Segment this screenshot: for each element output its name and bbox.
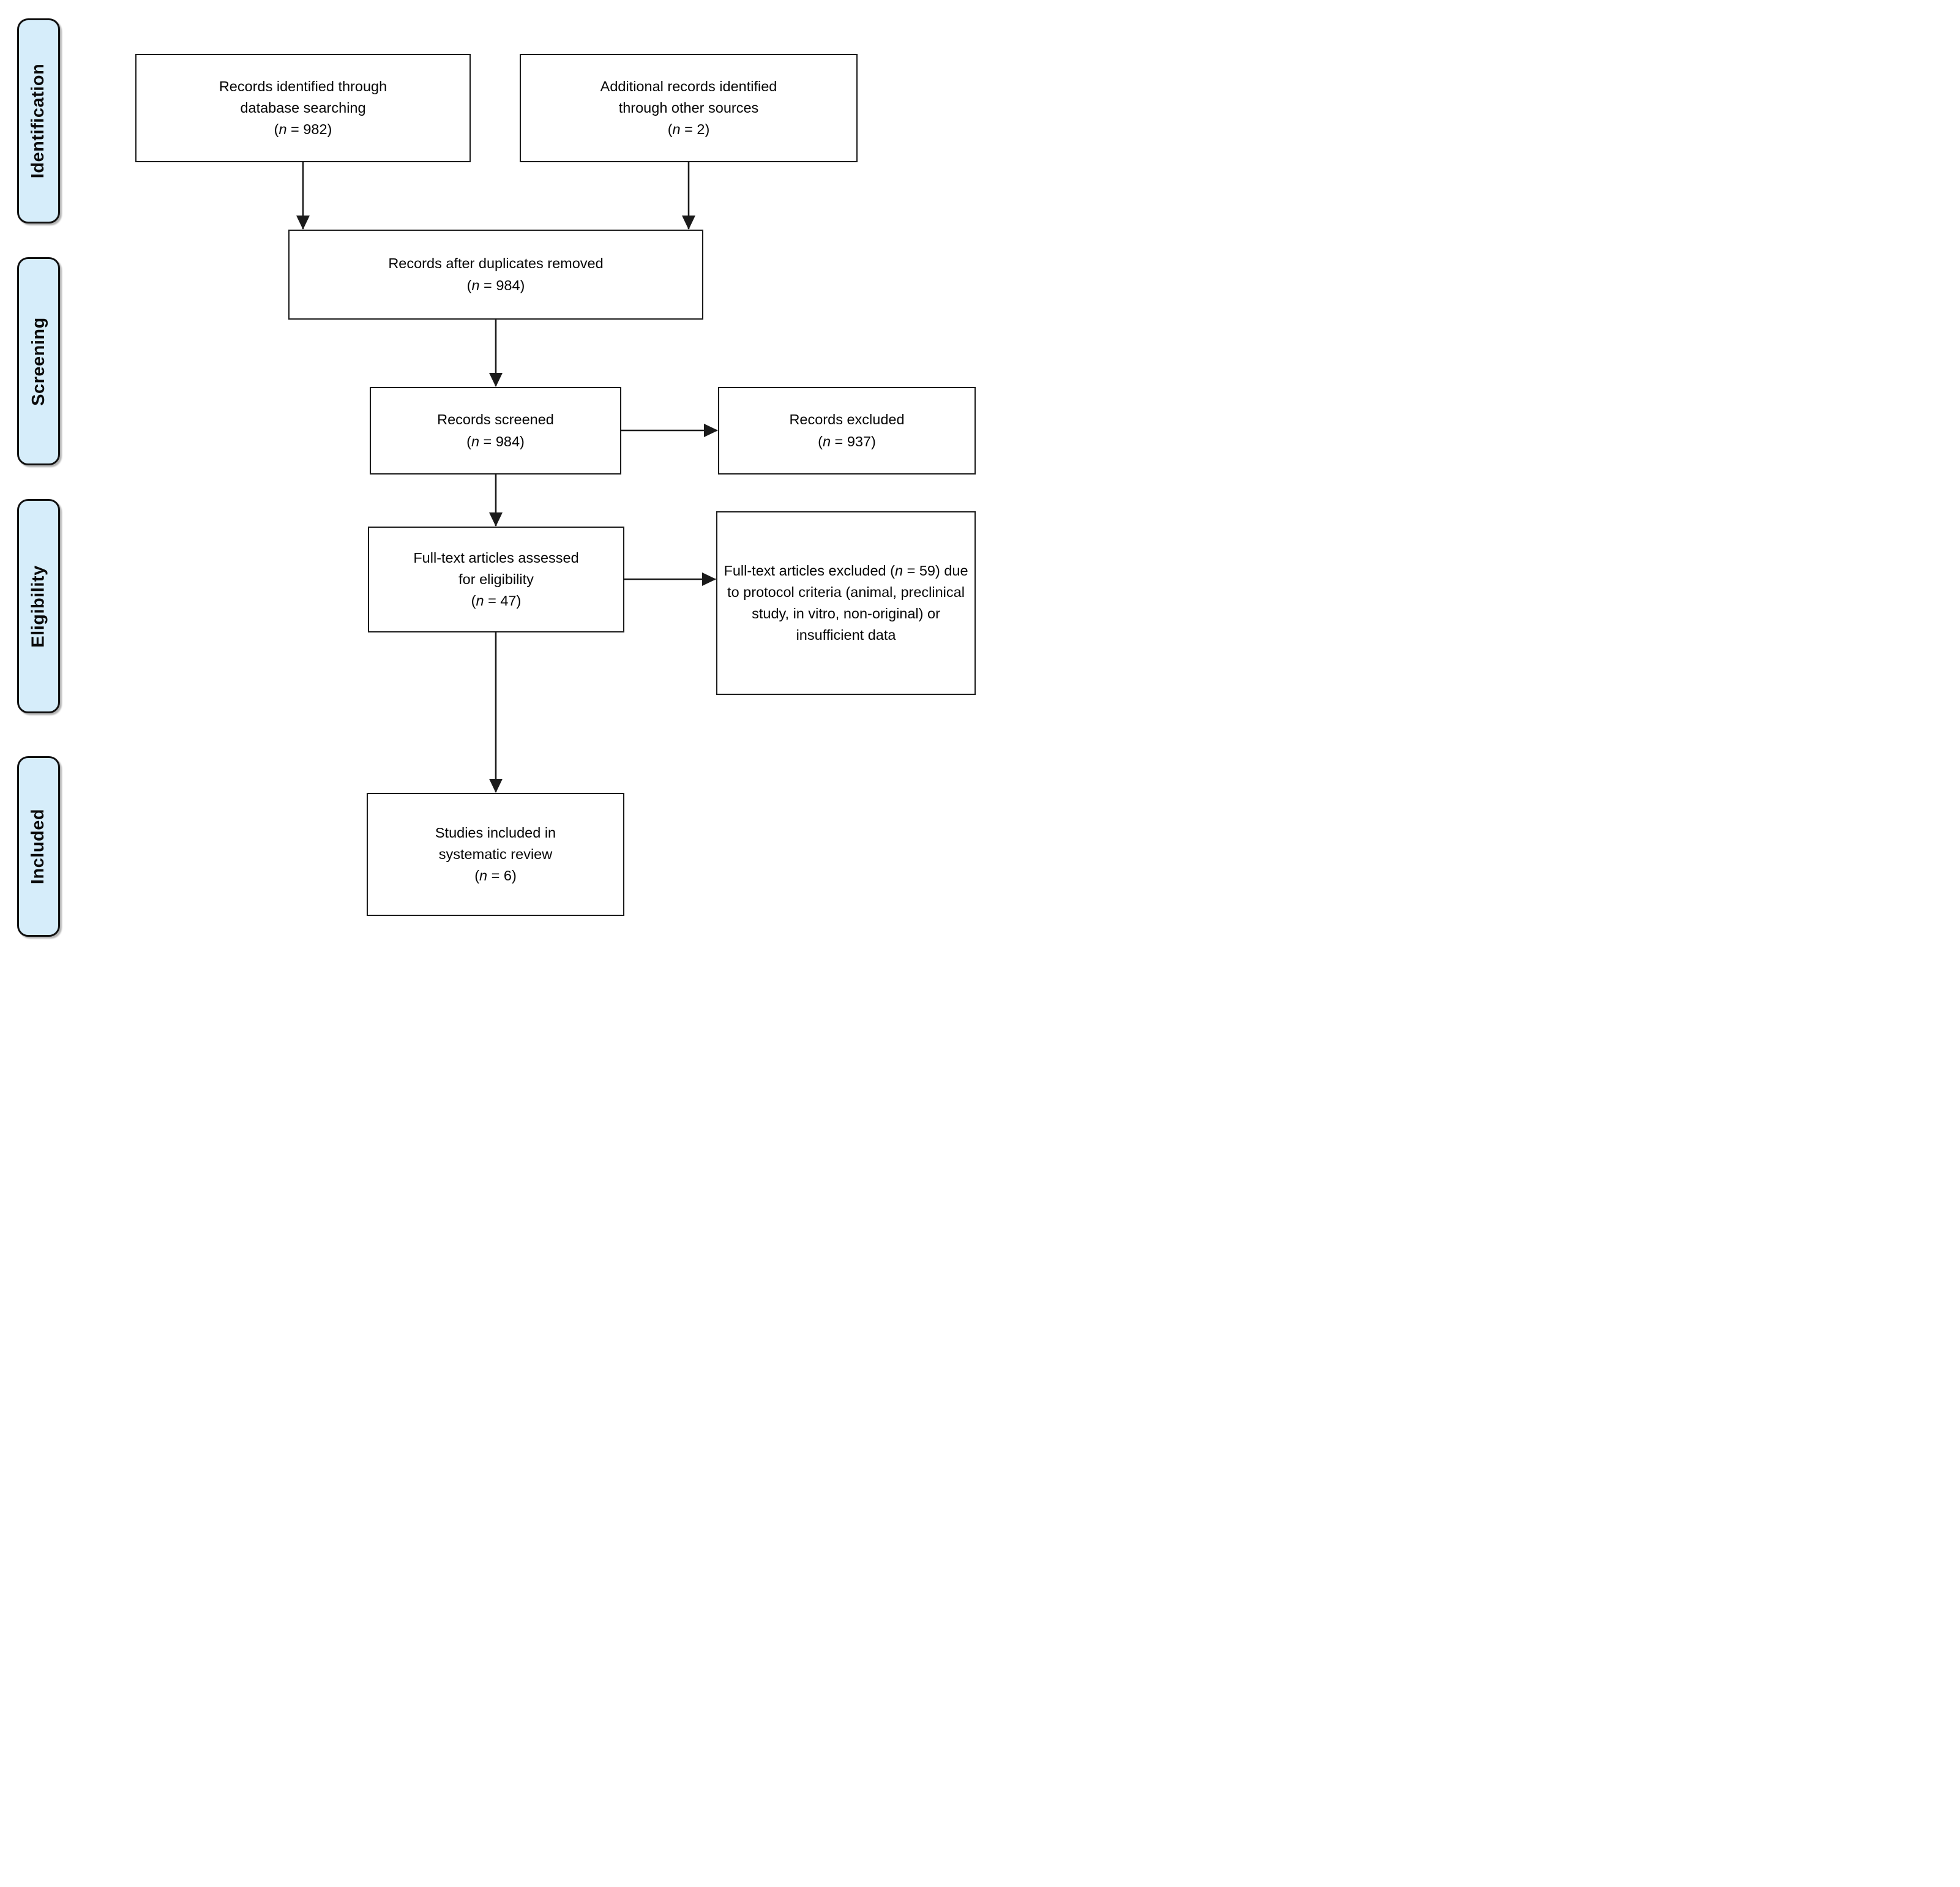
box-records-screened: Records screened (n = 984) <box>370 387 621 475</box>
box-studies-included-line1: Studies included in <box>435 824 556 841</box>
stage-label-screening-text: Screening <box>28 317 48 406</box>
box-records-screened-line1: Records screened <box>437 411 554 428</box>
stage-label-eligibility: Eligibility <box>17 499 60 713</box>
box-studies-included-line2: systematic review <box>438 846 553 862</box>
stage-label-eligibility-text: Eligibility <box>28 565 48 648</box>
box-fulltext-assessed-line2: for eligibility <box>458 571 534 587</box>
box-fulltext-assessed-line1: Full-text articles assessed <box>413 549 579 566</box>
box-records-identified-count: (n = 982) <box>274 121 332 138</box>
box-studies-included-count: (n = 6) <box>474 868 517 884</box>
stage-label-identification: Identification <box>17 18 60 223</box>
box-records-screened-count: (n = 984) <box>466 433 525 449</box>
box-records-excluded-count: (n = 937) <box>818 433 876 449</box>
stage-label-included: Included <box>17 756 60 937</box>
box-duplicates-removed-count: (n = 984) <box>466 277 525 293</box>
box-fulltext-assessed-count: (n = 47) <box>471 593 522 609</box>
box-fulltext-assessed: Full-text articles assessed for eligibil… <box>368 527 624 632</box>
box-records-identified-line2: database searching <box>240 99 366 116</box>
box-additional-records-line1: Additional records identified <box>600 78 777 94</box>
box-additional-records-count: (n = 2) <box>667 121 710 138</box>
box-records-excluded-line1: Records excluded <box>789 411 905 428</box>
stage-label-screening: Screening <box>17 257 60 465</box>
box-studies-included: Studies included in systematic review (n… <box>367 793 624 916</box>
box-additional-records-line2: through other sources <box>618 99 759 116</box>
box-additional-records: Additional records identified through ot… <box>520 54 858 162</box>
box-duplicates-removed-line1: Records after duplicates removed <box>388 255 604 272</box>
box-records-identified: Records identified through database sear… <box>135 54 471 162</box>
box-records-excluded: Records excluded (n = 937) <box>718 387 976 475</box>
stage-label-identification-text: Identification <box>28 63 48 179</box>
box-records-identified-line1: Records identified through <box>219 78 387 94</box>
stage-label-included-text: Included <box>28 808 48 885</box>
prisma-flow-diagram: Identification Screening Eligibility Inc… <box>0 0 980 944</box>
box-duplicates-removed: Records after duplicates removed (n = 98… <box>288 230 703 320</box>
box-fulltext-excluded-text: Full-text articles excluded (n = 59) due… <box>724 562 968 643</box>
box-fulltext-excluded: Full-text articles excluded (n = 59) due… <box>716 511 976 695</box>
